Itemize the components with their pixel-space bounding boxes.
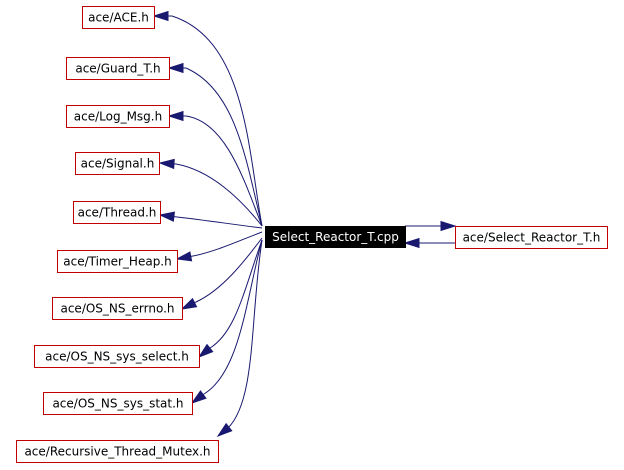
node-label-recursive-thread-mutex-h: ace/Recursive_Thread_Mutex.h — [24, 445, 210, 459]
node-os-ns-sys-stat-h[interactable]: ace/OS_NS_sys_stat.h — [43, 392, 193, 415]
node-box-log-msg-h — [66, 105, 170, 128]
node-label-signal-h: ace/Signal.h — [81, 157, 155, 171]
node-label-ace-h: ace/ACE.h — [88, 11, 149, 25]
node-label-guard-t-h: ace/Guard_T.h — [75, 62, 160, 76]
edge-tail-center-to-timer-heap-h — [176, 255, 194, 260]
edge-center-to-os-ns-sys-stat-h — [203, 239, 263, 395]
node-box-thread-h — [73, 201, 161, 224]
node-os-ns-errno-h[interactable]: ace/OS_NS_errno.h — [52, 297, 183, 320]
node-box-recursive-thread-mutex-h — [16, 440, 219, 463]
edge-center-to-log-msg-h — [185, 115, 263, 227]
edge-center-to-recursive-thread-mutex-h — [227, 239, 263, 429]
edge-center-to-timer-heap-h — [192, 231, 263, 257]
node-box-os-ns-errno-h — [52, 297, 183, 320]
edges-layer — [152, 10, 457, 438]
node-label-center: Select_Reactor_T.cpp — [272, 230, 399, 244]
node-center[interactable]: Select_Reactor_T.cpp — [265, 226, 406, 248]
node-box-select-reactor-t-h — [455, 226, 608, 249]
edge-center-to-os-ns-sys-select-h — [209, 239, 263, 349]
node-select-reactor-t-h[interactable]: ace/Select_Reactor_T.h — [455, 226, 608, 249]
edge-tail-center-to-os-ns-sys-select-h — [198, 347, 211, 358]
node-label-os-ns-sys-select-h: ace/OS_NS_sys_select.h — [45, 350, 189, 364]
node-label-log-msg-h: ace/Log_Msg.h — [74, 110, 162, 124]
node-timer-heap-h[interactable]: ace/Timer_Heap.h — [57, 250, 178, 273]
node-box-timer-heap-h — [57, 250, 178, 273]
node-label-thread-h: ace/Thread.h — [78, 206, 157, 220]
edge-center-to-ace-h — [171, 15, 263, 227]
edge-tail-center-to-signal-h — [159, 162, 177, 165]
node-box-os-ns-sys-stat-h — [43, 392, 193, 415]
node-signal-h[interactable]: ace/Signal.h — [75, 152, 160, 175]
node-box-guard-t-h — [66, 57, 170, 80]
node-label-select-reactor-t-h: ace/Select_Reactor_T.h — [463, 231, 601, 245]
edge-tail-center-to-os-ns-errno-h — [181, 301, 197, 310]
edge-center-to-signal-h — [175, 163, 263, 227]
node-thread-h[interactable]: ace/Thread.h — [73, 201, 161, 224]
node-box-signal-h — [75, 152, 160, 175]
edge-tail-center-to-thread-h — [159, 214, 178, 218]
node-log-msg-h[interactable]: ace/Log_Msg.h — [66, 105, 170, 128]
node-guard-t-h[interactable]: ace/Guard_T.h — [66, 57, 170, 80]
node-box-os-ns-sys-select-h — [34, 345, 200, 368]
edge-tail-center-to-os-ns-sys-stat-h — [191, 393, 205, 404]
edge-center-to-thread-h — [176, 216, 263, 229]
edge-center-to-os-ns-errno-h — [195, 237, 263, 303]
edge-center-to-guard-t-h — [185, 67, 263, 227]
node-box-ace-h — [82, 6, 155, 29]
node-recursive-thread-mutex-h[interactable]: ace/Recursive_Thread_Mutex.h — [16, 440, 219, 463]
node-label-timer-heap-h: ace/Timer_Heap.h — [63, 255, 171, 269]
node-label-os-ns-sys-stat-h: ace/OS_NS_sys_stat.h — [52, 397, 183, 411]
node-ace-h[interactable]: ace/ACE.h — [82, 6, 155, 29]
node-label-os-ns-errno-h: ace/OS_NS_errno.h — [60, 302, 174, 316]
edge-tail-center-to-recursive-thread-mutex-h — [217, 427, 229, 437]
node-box-center — [265, 226, 406, 248]
nodes-layer: Select_Reactor_T.cpp ace/ACE.h ace/Guard_T… — [16, 6, 608, 463]
node-os-ns-sys-select-h[interactable]: ace/OS_NS_sys_select.h — [34, 345, 200, 368]
